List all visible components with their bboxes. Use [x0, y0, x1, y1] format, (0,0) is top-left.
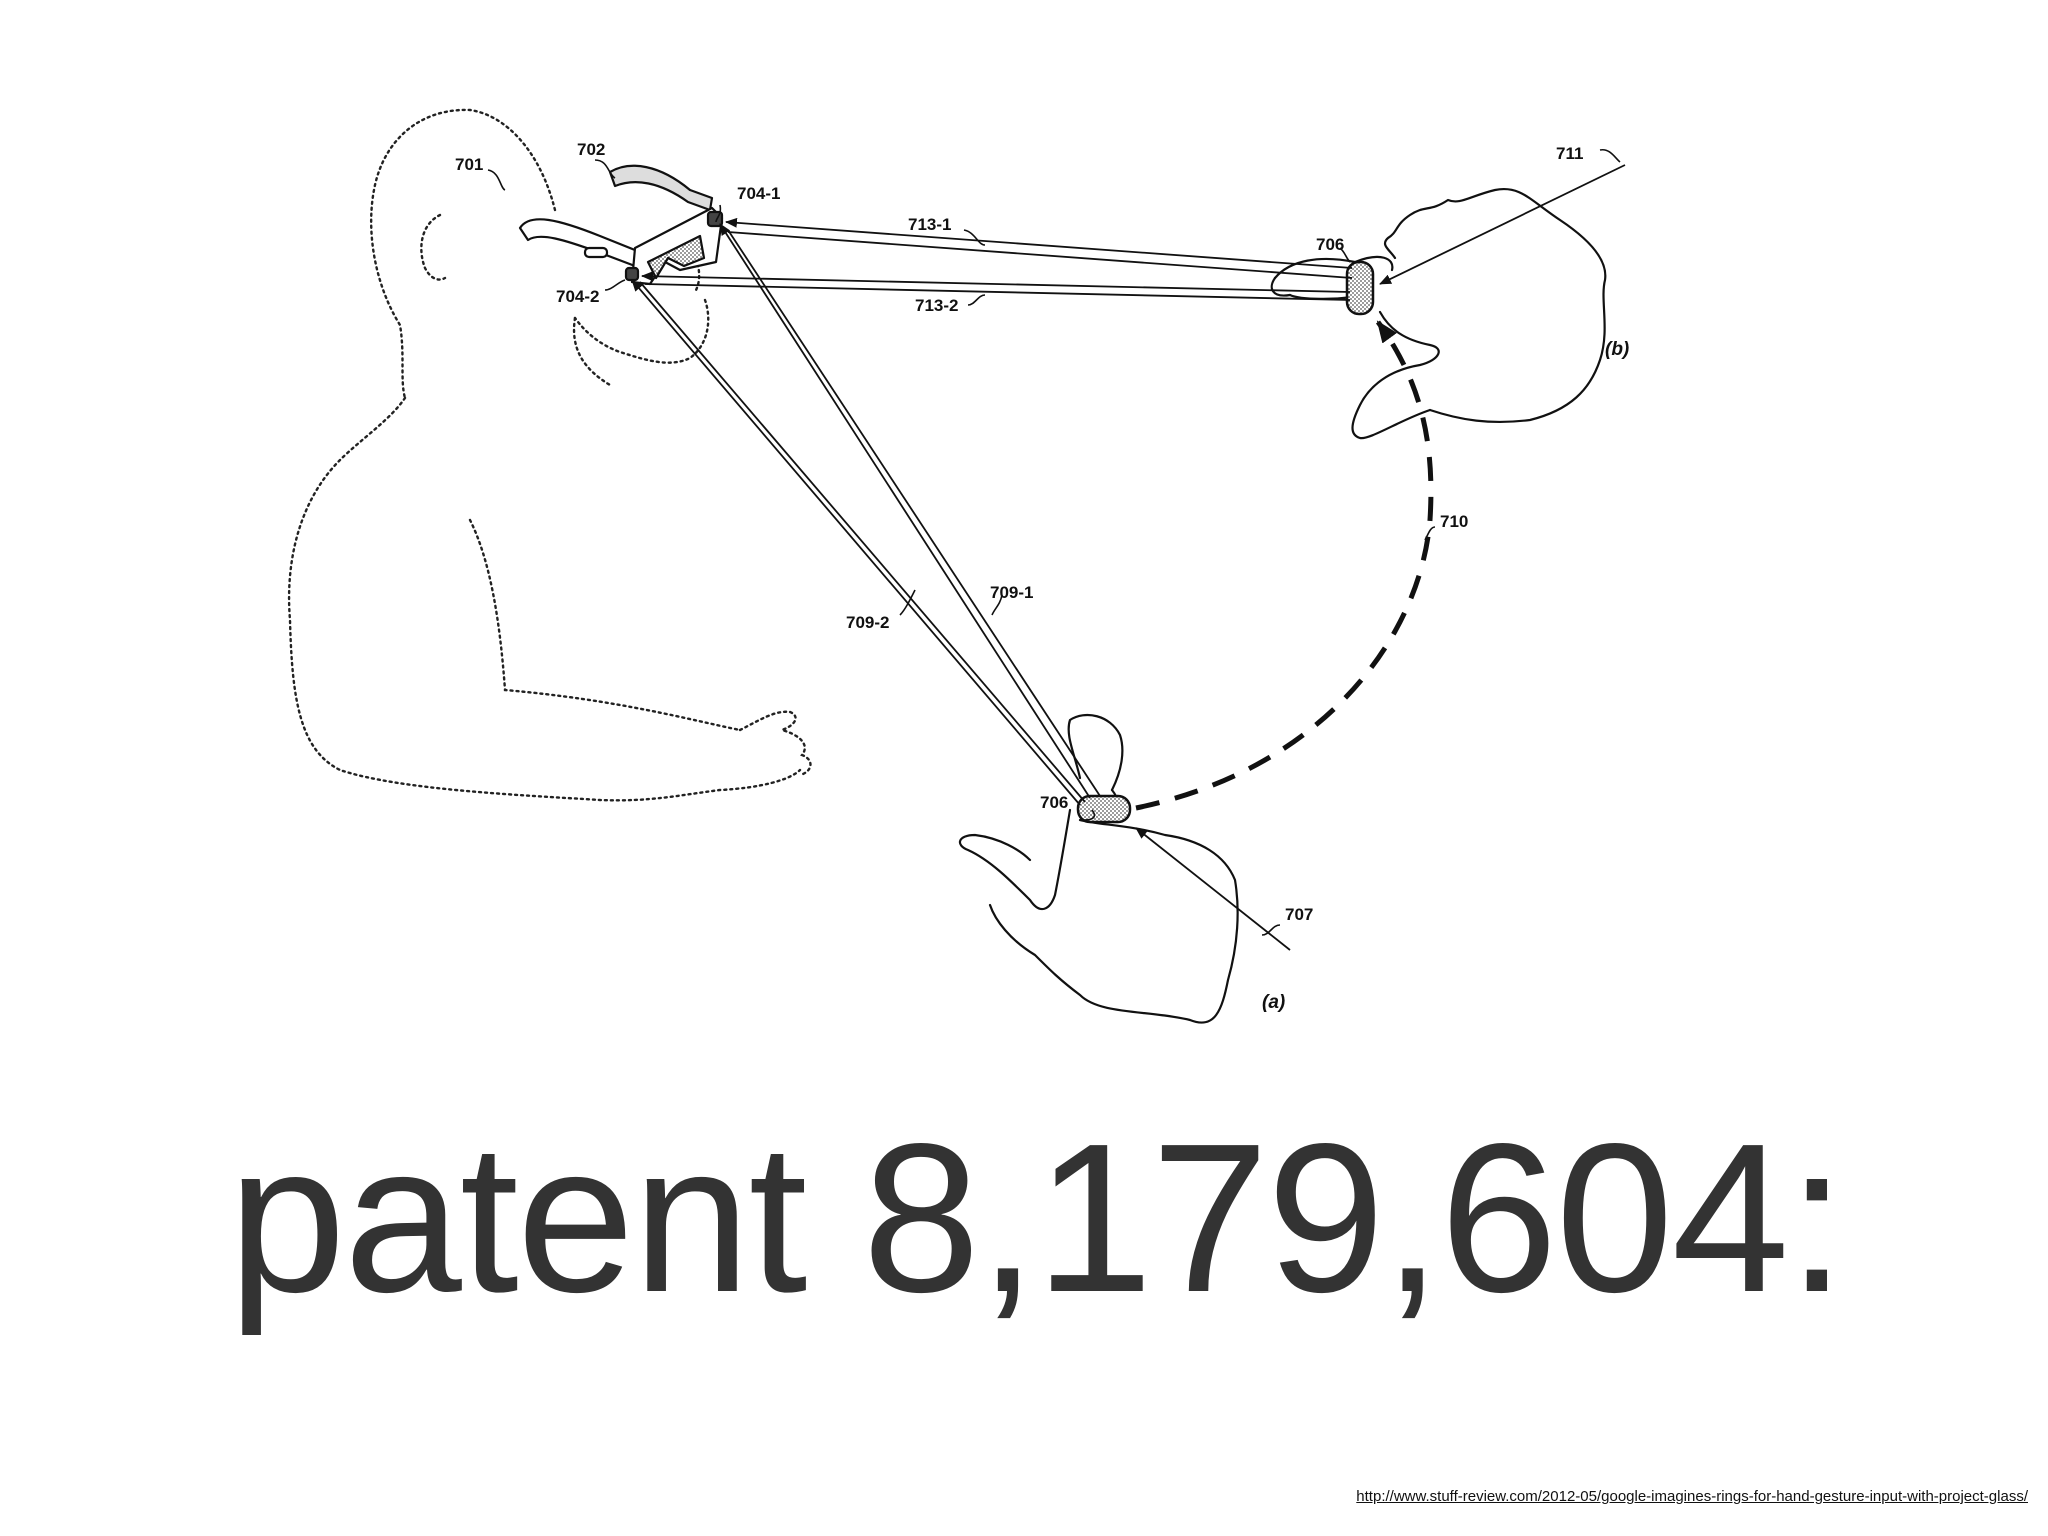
- patent-figure: 701 702 704-1 704-2 713-1 713-2 706 711 …: [287, 108, 1629, 1024]
- label-701: 701: [455, 155, 483, 174]
- label-702: 702: [577, 140, 605, 159]
- ring-b-drawing: [1345, 260, 1375, 316]
- slide-title: patent 8,179,604:: [228, 1099, 1846, 1336]
- figure-labels: 701 702 704-1 704-2 713-1 713-2 706 711 …: [455, 140, 1629, 1013]
- transition-path-710: [1135, 320, 1434, 811]
- label-709-2: 709-2: [846, 613, 889, 632]
- label-713-1: 713-1: [908, 215, 951, 234]
- hand-b-drawing: [1270, 187, 1607, 440]
- ring-a-drawing: [1076, 794, 1132, 824]
- label-710: 710: [1440, 512, 1468, 531]
- leader-lines: [487, 148, 1621, 936]
- label-709-1: 709-1: [990, 583, 1033, 602]
- hand-a-drawing: [958, 713, 1239, 1024]
- label-706-b: 706: [1316, 235, 1344, 254]
- person-outline: [287, 108, 812, 802]
- label-711: 711: [1556, 144, 1583, 163]
- label-706-a: 706: [1040, 793, 1068, 812]
- label-704-2: 704-2: [556, 287, 599, 306]
- beams-709: [631, 223, 1101, 806]
- beams-713: [641, 217, 1353, 301]
- glasses-drawing: [518, 164, 724, 286]
- motion-arrows: [1135, 164, 1626, 951]
- label-panel-a: (a): [1262, 992, 1285, 1013]
- label-panel-b: (b): [1605, 339, 1629, 360]
- label-704-1: 704-1: [737, 184, 780, 203]
- label-713-2: 713-2: [915, 296, 958, 315]
- label-707: 707: [1285, 905, 1313, 924]
- source-link[interactable]: http://www.stuff-review.com/2012-05/goog…: [1356, 1488, 2028, 1505]
